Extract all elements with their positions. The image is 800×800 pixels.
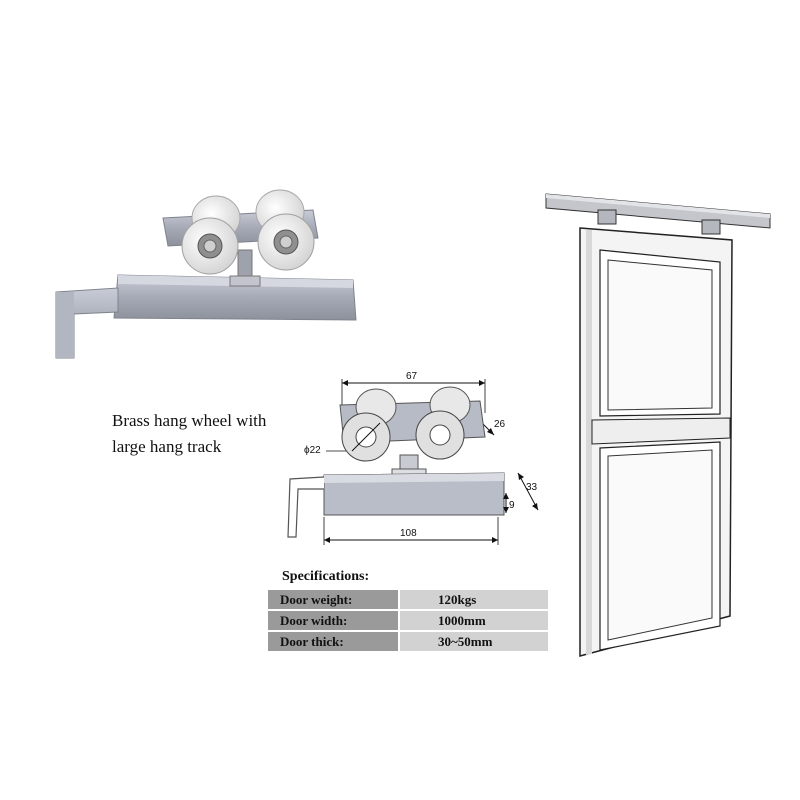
spec-label: Door width: bbox=[268, 611, 398, 630]
spec-value: 30~50mm bbox=[398, 632, 548, 651]
door-illustration bbox=[545, 193, 771, 657]
dim-label-26: 26 bbox=[494, 419, 506, 430]
spec-row-width: Door width: 1000mm bbox=[268, 611, 548, 630]
caption-line-2: large hang track bbox=[112, 437, 222, 456]
dim-label-67: 67 bbox=[406, 371, 418, 382]
spec-label: Door weight: bbox=[268, 590, 398, 609]
product-caption: Brass hang wheel with large hang track bbox=[112, 408, 312, 460]
dim-label-108: 108 bbox=[400, 528, 417, 539]
spec-row-thick: Door thick: 30~50mm bbox=[268, 632, 548, 651]
spec-value: 1000mm bbox=[398, 611, 548, 630]
caption-line-1: Brass hang wheel with bbox=[112, 411, 267, 430]
dim-label-wheel-diameter: ϕ22 bbox=[304, 445, 321, 456]
spec-title: Specifications: bbox=[282, 569, 370, 584]
spec-value: 120kgs bbox=[398, 590, 548, 609]
spec-table: Door weight: 120kgs Door width: 1000mm D… bbox=[268, 588, 548, 653]
dim-label-33: 33 bbox=[526, 482, 538, 493]
spec-row-weight: Door weight: 120kgs bbox=[268, 590, 548, 609]
hanger-photo bbox=[55, 189, 357, 359]
dimension-drawing: 67 26 ϕ22 108 33 9 bbox=[287, 371, 539, 545]
dim-label-9: 9 bbox=[509, 500, 515, 511]
spec-label: Door thick: bbox=[268, 632, 398, 651]
